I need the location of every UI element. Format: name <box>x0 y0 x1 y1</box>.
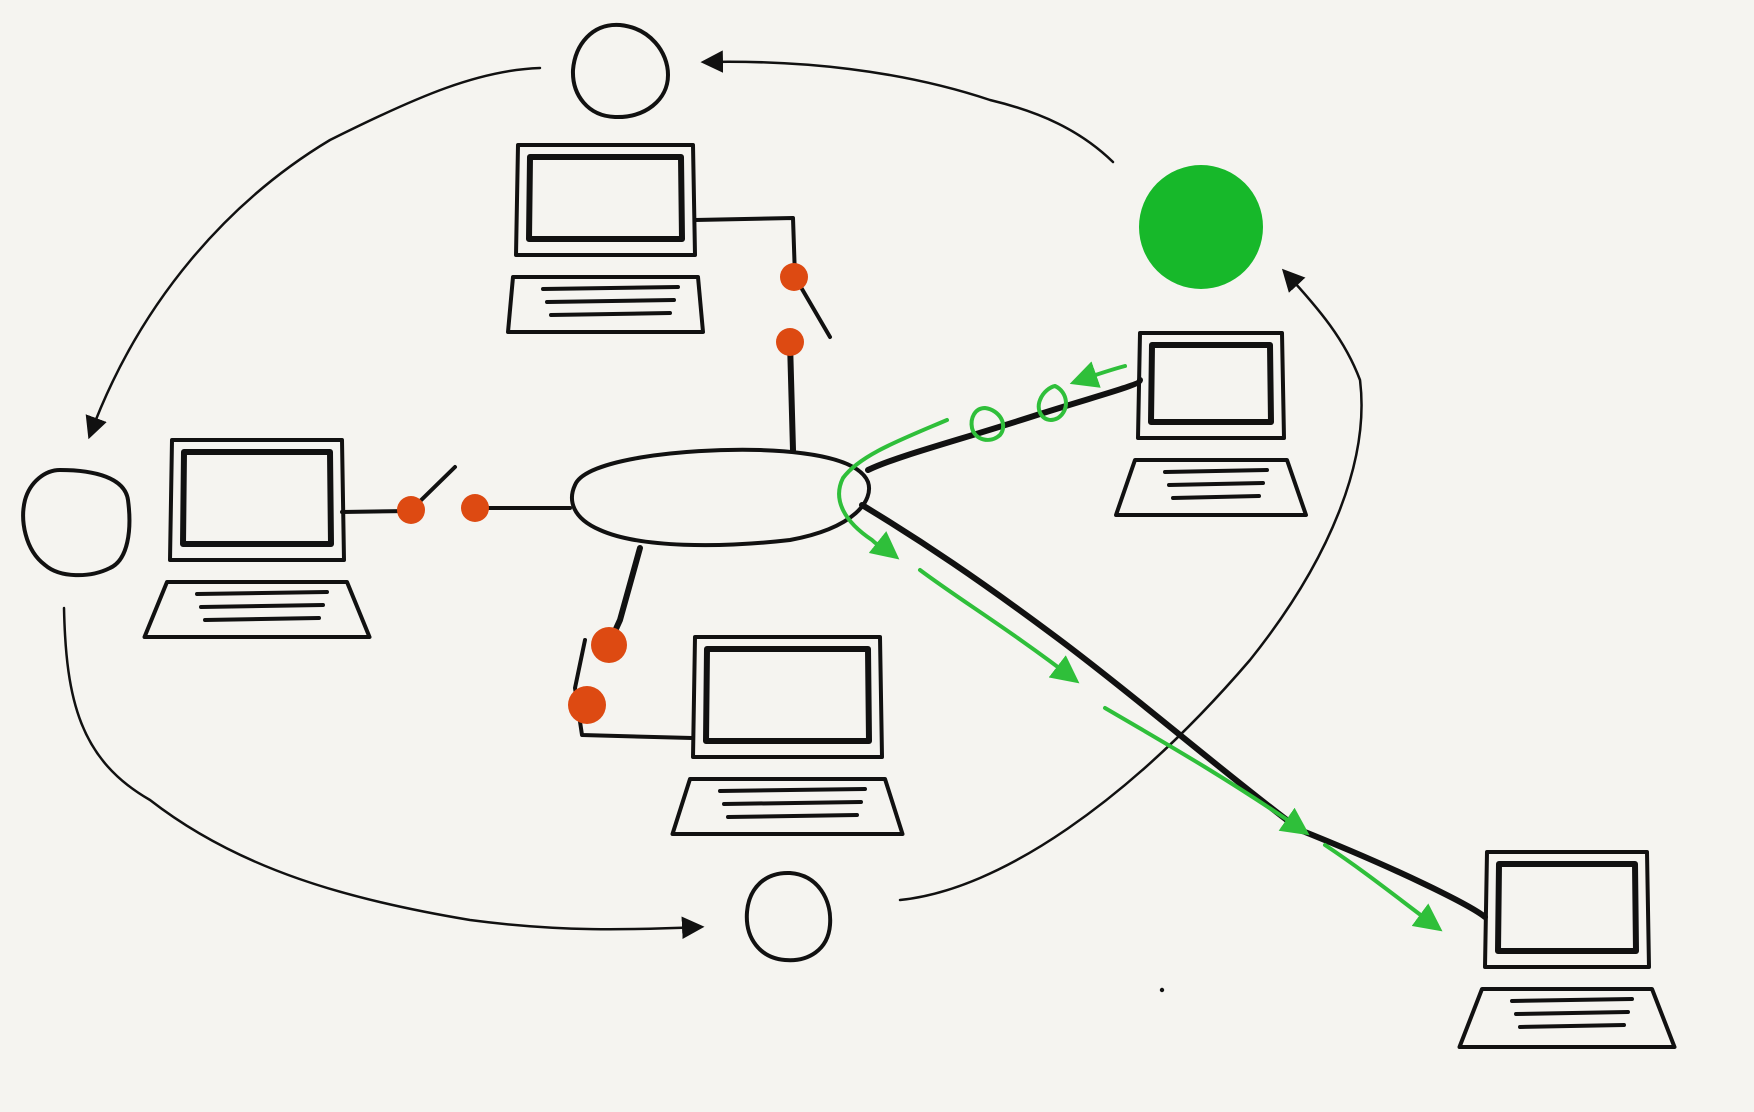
monitor-screen <box>1495 861 1639 954</box>
computer-bottom <box>670 635 905 836</box>
ring-arrow-top-to-left <box>85 66 542 440</box>
data-flow <box>837 361 1443 932</box>
ring-nodes <box>21 22 1263 963</box>
hub <box>570 447 871 548</box>
flow-loop-around-hub <box>837 418 949 560</box>
switch-contact-left-b <box>461 494 489 522</box>
hub-ellipse <box>570 447 871 548</box>
cables <box>340 216 1488 920</box>
monitor-screen <box>703 646 872 744</box>
cable-top-upper <box>693 216 832 339</box>
keyboard-line <box>549 311 672 317</box>
flow-out-of-sender <box>1069 361 1127 388</box>
keyboard-line <box>541 285 680 291</box>
switch-contact-bottom-b <box>568 686 606 724</box>
keyboard-line <box>1163 468 1269 474</box>
switch-contact-top-b <box>776 328 804 356</box>
ring-node-left <box>21 468 132 578</box>
keyboard-base <box>1457 987 1677 1049</box>
cable-top-lower <box>787 339 796 453</box>
ring-arrows <box>62 50 1363 940</box>
keyboard-line <box>195 590 329 596</box>
flow-packet-1 <box>1036 384 1068 422</box>
keyboard-line <box>718 787 867 793</box>
monitor-screen <box>1148 342 1274 425</box>
ring-arrow-left-to-bottom <box>62 606 705 940</box>
switch-contact-left-a <box>397 496 425 524</box>
ring-node-bottom <box>744 870 833 963</box>
keyboard-line <box>1510 997 1634 1003</box>
monitor-frame <box>691 635 884 759</box>
monitor-screen <box>180 449 334 547</box>
computer-right-upper <box>1114 331 1308 517</box>
computer-left <box>142 438 372 639</box>
ring-arrow-bottom-to-token <box>898 268 1363 902</box>
computer-right-lower <box>1457 850 1677 1049</box>
flow-segment-2 <box>1103 706 1310 836</box>
keyboard-base <box>506 275 705 334</box>
monitor-frame <box>1483 850 1651 969</box>
keyboard-line <box>203 616 321 622</box>
ring-node-token <box>1139 165 1263 289</box>
keyboard-base <box>1114 458 1308 517</box>
flow-segment-3 <box>1323 843 1443 932</box>
cable-right-upper <box>865 377 1143 473</box>
monitor-frame <box>1136 331 1286 440</box>
keyboard-line <box>1167 481 1265 487</box>
keyboard-line <box>726 813 859 819</box>
switch-contact-top-a <box>780 263 808 291</box>
ink-speck <box>1159 987 1165 993</box>
keyboard-line <box>1518 1023 1626 1029</box>
keyboard-line <box>545 298 676 304</box>
keyboard-base <box>670 777 905 836</box>
flow-segment-1 <box>918 568 1080 684</box>
switch-contact-bottom-a <box>591 627 627 663</box>
cable-right-lower <box>859 502 1488 920</box>
keyboard-line <box>722 800 863 806</box>
monitor-frame <box>168 438 346 562</box>
computer-top <box>506 143 705 334</box>
keyboard-line <box>199 603 325 609</box>
ring-node-top <box>570 22 670 120</box>
monitor-screen <box>526 154 685 242</box>
computers <box>142 143 1677 1049</box>
flow-packet-2 <box>969 406 1006 442</box>
keyboard-line <box>1514 1010 1630 1016</box>
ring-arrow-right-to-top <box>700 50 1115 164</box>
monitor-frame <box>514 143 697 257</box>
keyboard-base <box>142 580 372 639</box>
keyboard-line <box>1171 494 1261 500</box>
